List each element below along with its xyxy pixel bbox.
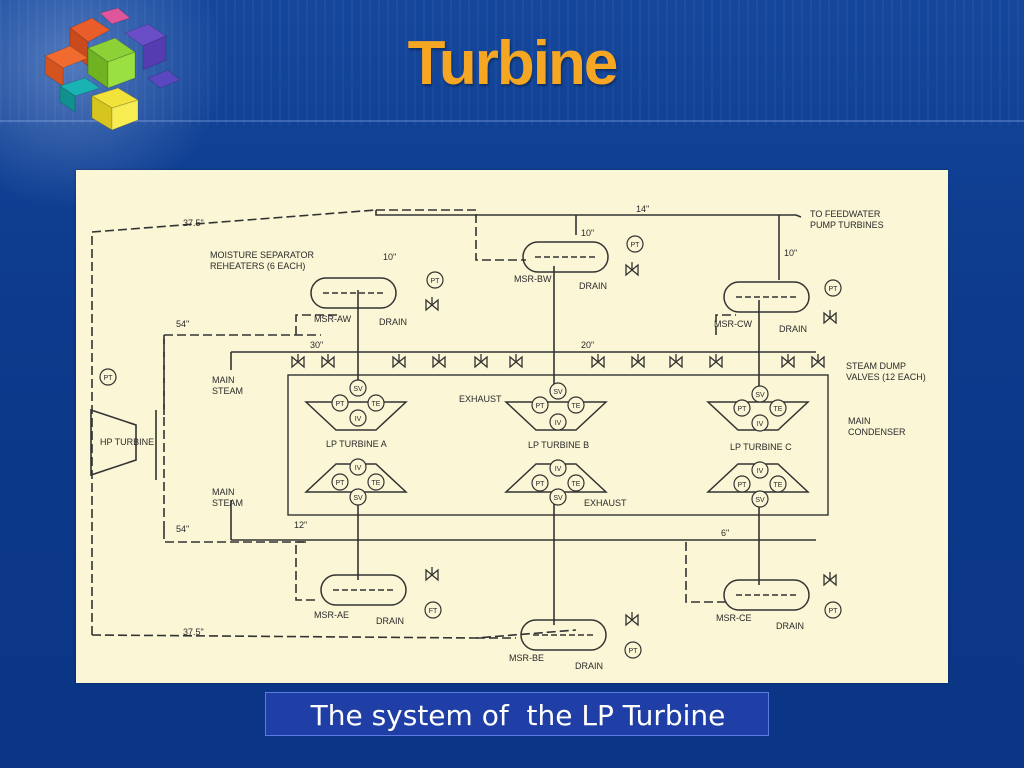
msr-cw-vessel	[723, 281, 810, 313]
iv-a-top: IV	[355, 416, 362, 423]
pt-cw: PT	[829, 286, 839, 293]
msr-bw-label: MSR-BW	[514, 274, 552, 284]
sv-b-bot: SV	[553, 495, 563, 502]
pt-b-top: PT	[536, 403, 546, 410]
main-condenser-label-1: MAIN	[848, 416, 871, 426]
lp-turbine-c-label: LP TURBINE C	[730, 442, 792, 452]
slide-title: Turbine	[407, 29, 619, 98]
main-steam-top-2: STEAM	[212, 386, 243, 396]
slide-caption: The system of the LP Turbine	[310, 699, 726, 732]
lp-turbine-schematic: 37.5" 37.5" 54" 54" 14" 10" 10" 10" 30" …	[76, 170, 948, 683]
drain-cw: DRAIN	[779, 324, 807, 334]
pipe-20: 20"	[581, 340, 594, 350]
sv-c-top: SV	[755, 392, 765, 399]
exhaust-bot-label: EXHAUST	[584, 498, 627, 508]
pt-c-top: PT	[738, 406, 748, 413]
pipe-12: 12"	[294, 520, 307, 530]
pipe-37-top: 37.5"	[183, 218, 204, 228]
iv-b-bot: IV	[555, 466, 562, 473]
te-b-top: TE	[572, 403, 581, 410]
te-c-top: TE	[774, 406, 783, 413]
msr-be-vessel	[520, 619, 607, 651]
pt-hp: PT	[104, 375, 114, 382]
ft-ae: FT	[429, 608, 438, 615]
msr-be-label: MSR-BE	[509, 653, 544, 663]
lp-turbine-b-label: LP TURBINE B	[528, 440, 589, 450]
iv-b-top: IV	[555, 420, 562, 427]
iv-c-bot: IV	[757, 468, 764, 475]
sv-a-bot: SV	[353, 495, 363, 502]
iv-a-bot: IV	[355, 465, 362, 472]
main-steam-bot-1: MAIN	[212, 487, 235, 497]
lp-turbine-c-lower	[706, 463, 810, 493]
exhaust-top-label: EXHAUST	[459, 394, 502, 404]
reheaters-label: REHEATERS (6 EACH)	[210, 261, 305, 271]
te-b-bot: TE	[572, 481, 581, 488]
msr-ce-vessel	[723, 579, 810, 611]
msr-ae-vessel	[320, 574, 407, 606]
pipe-54-bot: 54"	[176, 524, 189, 534]
drain-bw: DRAIN	[579, 281, 607, 291]
header-divider	[0, 120, 1024, 122]
pt-ce: PT	[829, 608, 839, 615]
msr-aw-vessel	[310, 277, 397, 309]
pt-a-bot: PT	[336, 480, 346, 487]
msr-bw-vessel	[522, 241, 609, 273]
pt-a-top: PT	[336, 401, 346, 408]
lp-turbine-a-lower	[304, 463, 408, 493]
cube-logo-icon	[43, 8, 180, 131]
msr-aw-label: MSR-AW	[314, 314, 352, 324]
pipe-10-c: 10"	[784, 248, 797, 258]
pt-b-bot: PT	[536, 481, 546, 488]
pipe-10-a: 10"	[383, 252, 396, 262]
sv-a-top: SV	[353, 386, 363, 393]
pipe-37-bot: 37.5"	[183, 627, 204, 637]
drain-be: DRAIN	[575, 661, 603, 671]
main-steam-top-1: MAIN	[212, 375, 235, 385]
msr-cw-label: MSR-CW	[714, 319, 752, 329]
drain-aw: DRAIN	[379, 317, 407, 327]
pipe-10-b: 10"	[581, 228, 594, 238]
pipe-30: 30"	[310, 340, 323, 350]
pipe-54-top: 54"	[176, 319, 189, 329]
schematic-drawing: 37.5" 37.5" 54" 54" 14" 10" 10" 10" 30" …	[90, 204, 926, 671]
sv-b-top: SV	[553, 389, 563, 396]
drain-ce: DRAIN	[776, 621, 804, 631]
iv-c-top: IV	[757, 421, 764, 428]
drain-ae: DRAIN	[376, 616, 404, 626]
pipe-6: 6"	[721, 528, 729, 538]
pipe-14: 14"	[636, 204, 649, 214]
hp-turbine-label: HP TURBINE	[100, 437, 154, 447]
pt-bw: PT	[631, 242, 641, 249]
msr-ce-label: MSR-CE	[716, 613, 752, 623]
header-band	[0, 0, 1024, 125]
pt-be: PT	[629, 648, 639, 655]
te-c-bot: TE	[774, 482, 783, 489]
pump-turbines-label: PUMP TURBINES	[810, 220, 884, 230]
moisture-separator-label: MOISTURE SEPARATOR	[210, 250, 315, 260]
te-a-bot: TE	[372, 480, 381, 487]
pt-c-bot: PT	[738, 482, 748, 489]
caption-box: The system of the LP Turbine	[265, 692, 769, 736]
pt-aw: PT	[431, 278, 441, 285]
main-steam-bot-2: STEAM	[212, 498, 243, 508]
msr-ae-label: MSR-AE	[314, 610, 349, 620]
to-feedwater-label: TO FEEDWATER	[810, 209, 881, 219]
lp-turbine-b-lower	[504, 463, 608, 493]
lp-turbine-a-label: LP TURBINE A	[326, 439, 387, 449]
steam-dump-label-1: STEAM DUMP	[846, 361, 906, 371]
te-a-top: TE	[372, 401, 381, 408]
sv-c-bot: SV	[755, 497, 765, 504]
steam-dump-label-2: VALVES (12 EACH)	[846, 372, 926, 382]
main-condenser-label-2: CONDENSER	[848, 427, 906, 437]
